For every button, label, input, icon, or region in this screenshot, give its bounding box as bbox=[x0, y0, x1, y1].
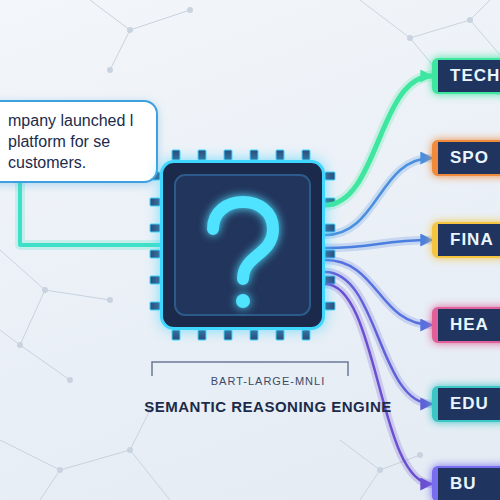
network-dots bbox=[17, 7, 473, 473]
engine-title: SEMANTIC REASONING ENGINE bbox=[143, 397, 393, 416]
category-label: HEA bbox=[450, 315, 500, 335]
connector-glow bbox=[325, 158, 432, 235]
connector bbox=[20, 183, 160, 245]
speech-bubble: mpany launched l platform for se custome… bbox=[0, 100, 158, 183]
chip-pins bbox=[150, 150, 335, 340]
connector bbox=[325, 158, 432, 235]
connector bbox=[325, 240, 432, 248]
connector-line bbox=[325, 158, 432, 235]
connector bbox=[325, 284, 432, 484]
category-label: TECH bbox=[450, 66, 500, 86]
connector bbox=[325, 76, 432, 205]
connector-line bbox=[325, 284, 432, 484]
category-box: EDU bbox=[432, 386, 500, 422]
connector-glow bbox=[325, 240, 432, 248]
category-box: FINA bbox=[432, 222, 500, 258]
connector-glow bbox=[20, 183, 160, 245]
model-name: BART-LARGE-MNLI bbox=[143, 375, 393, 387]
category-label: EDU bbox=[450, 394, 500, 414]
category-box: HEA bbox=[432, 307, 500, 343]
connector-line bbox=[20, 183, 160, 245]
category-box: BU bbox=[432, 466, 500, 500]
category-label: FINA bbox=[450, 230, 500, 250]
chip-core bbox=[175, 175, 310, 315]
category-label: SPO bbox=[450, 148, 500, 168]
connector-glow bbox=[325, 284, 432, 484]
connector-line bbox=[325, 240, 432, 248]
connector-line bbox=[325, 76, 432, 205]
category-label: BU bbox=[450, 474, 500, 494]
question-mark-dot bbox=[236, 294, 250, 308]
question-mark-stroke bbox=[213, 202, 273, 279]
category-box: SPO bbox=[432, 140, 500, 176]
processor-chip: BART-LARGE-MNLISEMANTIC REASONING ENGINE bbox=[160, 160, 325, 330]
label-bracket bbox=[152, 362, 348, 376]
category-box: TECH bbox=[432, 58, 500, 94]
input-sentence: mpany launched l platform for se custome… bbox=[8, 110, 146, 173]
question-mark-icon bbox=[163, 163, 322, 327]
connector-glow bbox=[325, 76, 432, 205]
